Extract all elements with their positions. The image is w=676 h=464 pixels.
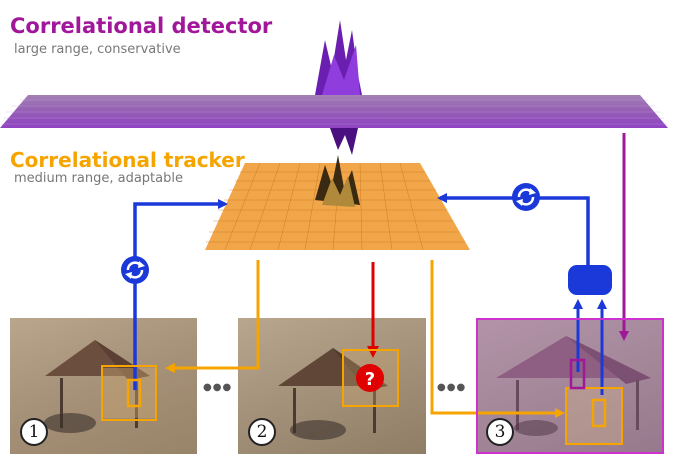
tracker-title: Correlational tracker <box>10 148 245 172</box>
detector-subtitle: large range, conservative <box>14 42 181 57</box>
detector-surface <box>0 20 668 155</box>
tracker-surface <box>205 155 470 251</box>
tracker-box-frame2 <box>342 349 399 407</box>
question-mark: ? <box>365 369 375 390</box>
ellipsis-1: ●●● <box>203 382 232 393</box>
tracker-to-frame1-arrow <box>165 260 260 373</box>
refresh-icon <box>512 183 540 211</box>
tracker-target-frame1 <box>126 378 142 408</box>
frame-number-1: 1 <box>20 418 48 446</box>
update-block <box>568 265 612 295</box>
tracker-subtitle: medium range, adaptable <box>14 171 183 186</box>
ellipsis-2: ●●● <box>437 382 466 393</box>
tracker-box-frame3 <box>565 387 623 445</box>
tracker-box-frame1 <box>101 365 157 421</box>
tracker-to-frame3-arrow <box>430 260 565 418</box>
frame-number-2: 2 <box>248 418 276 446</box>
frame-2: 2 <box>238 318 426 454</box>
frame-1: 1 <box>10 318 197 454</box>
refresh-icon <box>121 256 149 284</box>
question-icon: ? <box>356 364 384 392</box>
detector-box-frame3 <box>569 358 586 390</box>
frame-number-3: 3 <box>486 418 514 446</box>
frame3-border <box>476 318 664 454</box>
tracker-target-frame3 <box>591 398 607 428</box>
update-right-arrow <box>437 193 590 265</box>
update-left-arrow <box>133 199 228 390</box>
detector-title: Correlational detector <box>10 14 273 38</box>
